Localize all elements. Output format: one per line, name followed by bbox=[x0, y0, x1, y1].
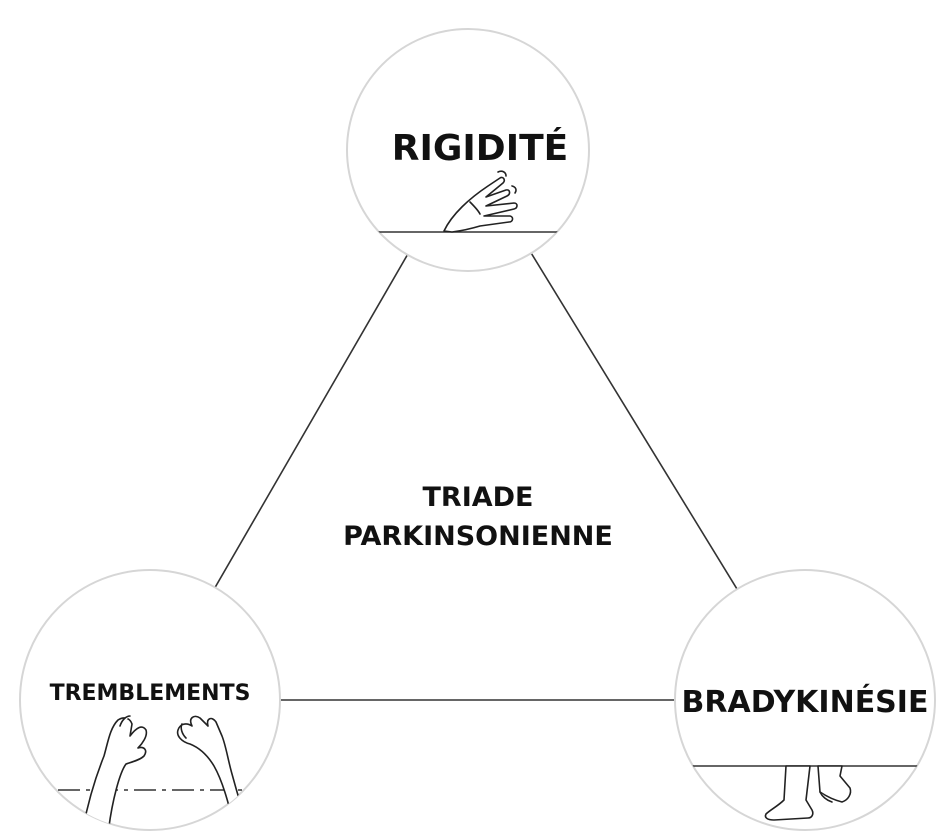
shuffling-feet-icon bbox=[680, 765, 930, 821]
center-title-line2: PARKINSONIENNE bbox=[343, 521, 613, 552]
node-rigidite: RIGIDITÉ bbox=[346, 28, 590, 272]
center-title-line1: TRIADE bbox=[422, 482, 533, 513]
node-tremblements: TREMBLEMENTS bbox=[19, 569, 281, 831]
node-label-rigidite: RIGIDITÉ bbox=[392, 127, 568, 169]
node-circle-right bbox=[674, 569, 936, 831]
node-label-bradykinesie: BRADYKINÉSIE bbox=[682, 684, 929, 720]
stiff-hand-icon bbox=[347, 170, 589, 233]
node-label-tremblements: TREMBLEMENTS bbox=[50, 681, 251, 706]
node-circle-top bbox=[346, 28, 590, 272]
node-bradykinesie: BRADYKINÉSIE bbox=[674, 569, 936, 831]
